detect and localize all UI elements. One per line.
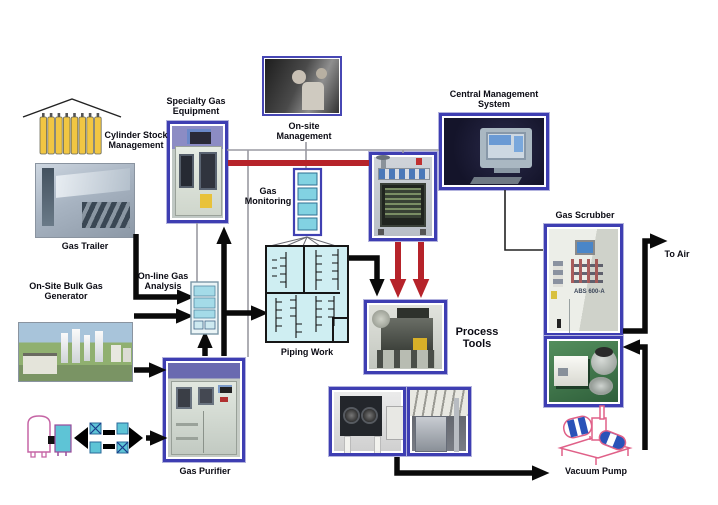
monitoring-fanout (269, 236, 337, 247)
bulk-generator-photo (18, 322, 133, 382)
process-tool-photo-2 (329, 387, 406, 456)
gas-scrubber-photo: ABS 600-A (544, 224, 623, 336)
scrubber-model-text: ABS 600-A (574, 289, 605, 295)
arrow-scrubber-to-air (623, 233, 668, 334)
scrubber-screen (577, 242, 593, 253)
tool-yellow-unit (413, 338, 427, 350)
central-management-photo (439, 113, 549, 190)
vacuum-pump-photo (544, 336, 623, 407)
pump-flange (589, 377, 613, 395)
gas-trailer-label: Gas Trailer (61, 241, 109, 251)
stand-leg-right (374, 436, 381, 453)
stand-leg-left (344, 436, 351, 453)
arrow-piping-to-process (348, 255, 385, 297)
warning-sticker (200, 194, 212, 208)
gas-monitoring-label: Gas Monitoring (244, 186, 292, 207)
gas-trailer-photo (35, 163, 135, 238)
controller-panel (558, 368, 568, 376)
keyboard (469, 177, 523, 184)
cabinet-window-left (179, 154, 194, 188)
side-unit (386, 406, 403, 440)
scrubber-yellow-tag (551, 291, 557, 299)
cylinder-stock-label: Cylinder Stock Management (104, 130, 168, 151)
gen-column-1 (61, 333, 68, 363)
porthole-left (345, 409, 358, 422)
gas-purifier-label: Gas Purifier (179, 466, 231, 476)
screen-sidebar (514, 136, 523, 152)
gas-monitoring-panel-photo (369, 152, 437, 241)
process-tool-photo-3 (407, 387, 471, 456)
plant-roof (56, 168, 130, 198)
support-pole (454, 398, 459, 452)
scrubber-buttons (571, 259, 603, 283)
plant-tower (42, 168, 54, 226)
button-row (378, 168, 430, 180)
screen-window (489, 135, 511, 145)
purifier-vent-1 (176, 423, 198, 426)
analysis-unit-drawing (190, 281, 219, 335)
vacuum-pump-drawing (557, 405, 633, 465)
monitor-base (494, 168, 520, 173)
process-tool-photo-main (364, 300, 447, 374)
specialty-gas-equipment-photo (167, 121, 228, 223)
door-seam (569, 299, 570, 333)
purifier-window-left (176, 387, 192, 409)
valve-symbols (89, 422, 129, 454)
purifier-vent-2 (176, 437, 198, 440)
bulk-generator-label: On-Site Bulk Gas Generator (29, 281, 103, 302)
foot-right (420, 229, 426, 235)
gas-monitoring-stack (292, 167, 323, 237)
screen-readout (385, 188, 421, 218)
gas-scrubber-label: Gas Scrubber (555, 210, 615, 220)
onsite-management-photo (262, 56, 342, 116)
arrow-vacuum-to-scrubber (622, 339, 648, 450)
scrubber-gauges (553, 261, 563, 287)
alarm-lamp (416, 158, 422, 165)
cms-to-scrubber-line (504, 190, 543, 251)
operator-head (292, 70, 306, 84)
gen-building (23, 353, 57, 374)
online-analysis-label: On-line Gas Analysis (137, 271, 189, 292)
piping-work-label: Piping Work (280, 347, 334, 357)
gen-column-4 (95, 331, 103, 362)
gen-tank-2 (123, 348, 131, 362)
piping-schematic (265, 245, 349, 343)
cabinet-monitor (187, 129, 211, 144)
trailer-valve-drawing (27, 415, 143, 458)
trailer-rows (82, 202, 130, 228)
scrubber-latch (557, 319, 561, 328)
cabinet-window-right (199, 152, 217, 190)
operator2-head (316, 68, 327, 79)
foot-left (378, 229, 384, 235)
porthole-right (363, 409, 376, 422)
tool-disc (372, 310, 390, 328)
onsite-management-label: On-site Management (276, 121, 332, 142)
arrow-process-to-vacuum (394, 457, 550, 481)
ceiling-stripes (410, 390, 468, 416)
lab-equipment (415, 416, 447, 452)
purifier-red-button (220, 397, 228, 402)
process-tools-label: Process Tools (455, 326, 499, 351)
vacuum-pump-label: Vacuum Pump (564, 466, 628, 476)
antenna-cap (376, 155, 390, 160)
operator-body (302, 82, 324, 110)
tool-legs (377, 350, 435, 368)
purifier-display (218, 385, 232, 393)
antenna (381, 158, 386, 173)
to-air-label: To Air (664, 249, 690, 259)
gen-column-3 (84, 335, 90, 361)
central-management-label: Central Management System (449, 89, 539, 110)
purifier-door-seam (203, 411, 204, 453)
gas-purifier-photo (163, 358, 245, 462)
pump-top-disc (595, 347, 613, 357)
purifier-window-mid (198, 387, 214, 405)
gen-tank-1 (111, 345, 121, 362)
specialty-gas-label: Specialty Gas Equipment (166, 96, 226, 117)
gen-column-2 (72, 329, 80, 363)
